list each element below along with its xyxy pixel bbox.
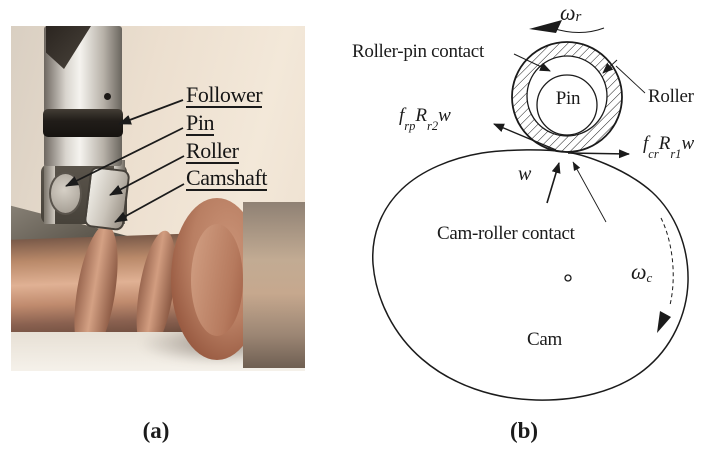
- w-cr: w: [681, 133, 695, 154]
- roller-leader-line: [615, 65, 646, 94]
- force-roller-pin-label: frpRr2w: [399, 105, 451, 132]
- cam-label: Cam: [527, 329, 562, 350]
- roller-pin-contact-label: Roller-pin contact: [352, 41, 484, 62]
- pin-label-b: Pin: [555, 88, 581, 109]
- camshaft-label: Camshaft: [186, 165, 268, 192]
- force-rp-arrow: [493, 123, 557, 151]
- w-rp: w: [438, 105, 451, 126]
- R-r1-base: R: [658, 133, 671, 154]
- force-cam-roller-label: fcrRr1w: [643, 133, 695, 160]
- camshaft-photo: [11, 26, 305, 371]
- omega-r-subscript: r: [575, 9, 582, 25]
- cam-roller-contact-label: Cam-roller contact: [437, 223, 575, 244]
- omega-c-subscript: c: [646, 270, 653, 285]
- omega-c-label: ωc: [631, 259, 653, 285]
- pin-dark-band: [43, 109, 123, 137]
- f-rp-sub: rp: [404, 118, 416, 133]
- f-cr-base: f: [643, 133, 649, 154]
- load-arrow: [546, 162, 561, 204]
- roller-label-b: Roller: [648, 86, 694, 107]
- roller-label-a: Roller: [186, 138, 239, 165]
- R-r2-base: R: [415, 105, 428, 126]
- f-rp-base: f: [399, 105, 405, 126]
- f-cr-sub: cr: [648, 146, 659, 161]
- follower-label: Follower: [186, 82, 263, 109]
- panel-a-caption: (a): [142, 418, 170, 443]
- cam-center-mark: [564, 274, 572, 282]
- pin-end: [49, 172, 82, 215]
- load-label: w: [518, 163, 532, 185]
- follower-dot: [104, 93, 111, 100]
- roller-wheel: [83, 165, 131, 232]
- force-cr-arrow: [567, 149, 630, 159]
- omega-c-arrow-arc: [660, 217, 674, 306]
- omega-r-arrow-arc: [551, 27, 605, 33]
- flange-face: [191, 224, 243, 336]
- roller-pin-contact-arrow-right: [602, 59, 618, 74]
- pin-label-a: Pin: [186, 110, 215, 137]
- cam-roller-contact-arrow: [572, 161, 607, 223]
- omega-c-symbol: ω: [631, 259, 647, 284]
- omega-r-arrowhead: [529, 20, 562, 33]
- R-r2-sub: r2: [427, 118, 439, 133]
- shaft-end-cylinder: [243, 202, 305, 368]
- omega-c-arrowhead: [657, 311, 671, 333]
- panel-b-caption: (b): [509, 418, 539, 443]
- roller-pin-contact-arrow-left: [513, 53, 551, 72]
- omega-r-label: ωr: [560, 0, 582, 25]
- omega-r-symbol: ω: [560, 0, 576, 25]
- R-r1-sub: r1: [670, 146, 682, 161]
